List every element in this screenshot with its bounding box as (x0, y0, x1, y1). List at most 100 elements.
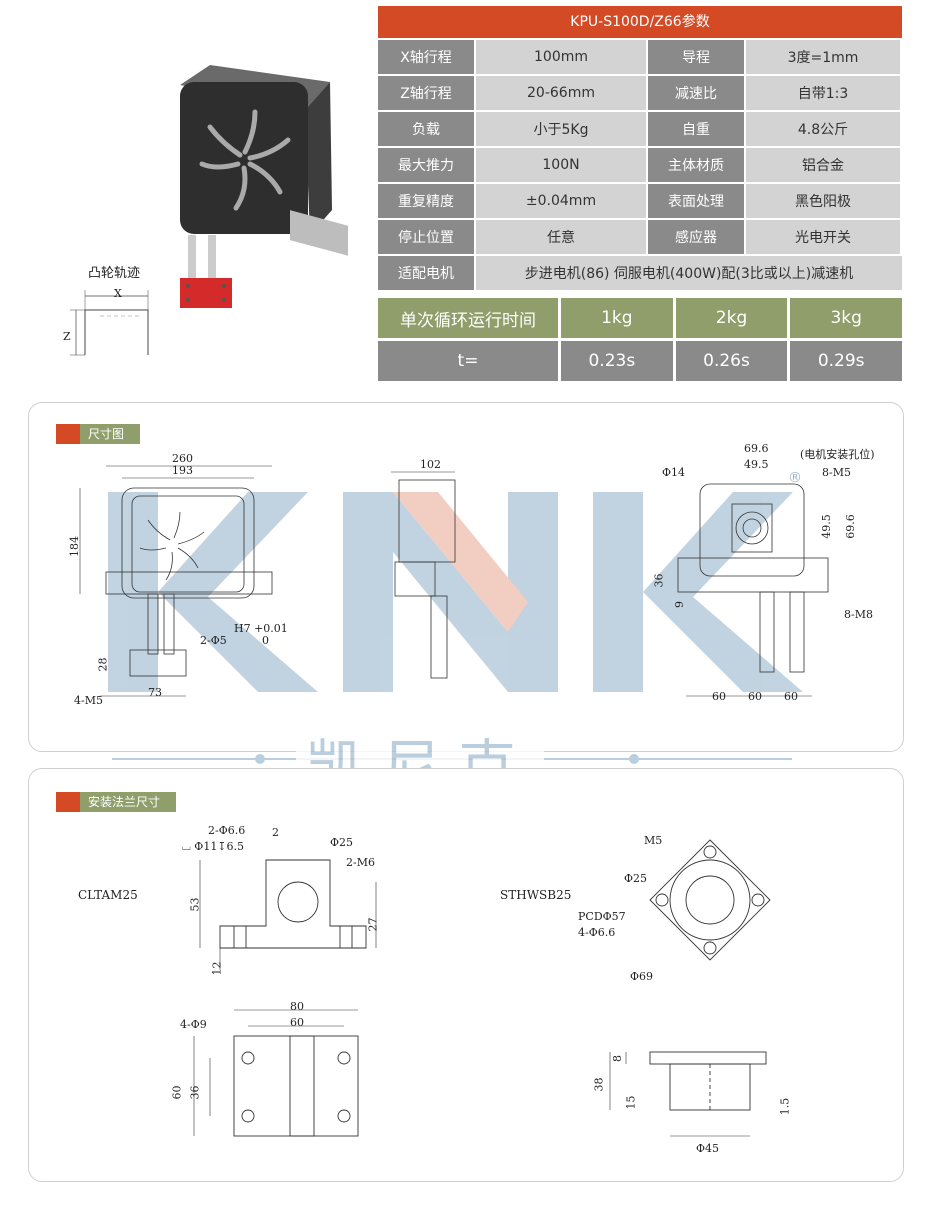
cycle-time-row: t= 0.23s 0.26s 0.29s (378, 341, 903, 381)
dim-tol2: 0 (262, 634, 269, 647)
cam-trajectory-diagram (70, 290, 149, 356)
spec-label: 适配电机 (378, 256, 474, 290)
cltam-d: Φ25 (330, 836, 354, 849)
cycle-time-table: 单次循环运行时间 1kg 2kg 3kg t= 0.23s 0.26s 0.29… (378, 298, 903, 384)
dim-phi14: Φ14 (662, 466, 686, 479)
cltam-h27: 27 (366, 917, 380, 932)
spec-value: 黑色阳极 (746, 184, 900, 218)
sthwsb-d69: Φ69 (630, 970, 654, 983)
spec-title: KPU-S100D/Z66参数 (378, 6, 902, 38)
sthwsb-holes: 4-Φ6.6 (578, 926, 616, 939)
sthwsb-h15: 15 (624, 1095, 638, 1110)
cltam-h60: 60 (170, 1085, 184, 1100)
cltam-top-drawing (193, 1009, 359, 1137)
dim-73: 73 (148, 686, 162, 699)
spec-value: 3度=1mm (746, 40, 900, 74)
spec-table: KPU-S100D/Z66参数 X轴行程 100mm 导程 3度=1mm Z轴行… (378, 6, 902, 290)
side-view-drawing (391, 471, 456, 679)
cltam-h53: 53 (188, 897, 202, 912)
sthwsb-pcd: PCDΦ57 (578, 910, 626, 923)
cltam-front-drawing (199, 859, 377, 970)
sthwsb-h38: 38 (592, 1077, 606, 1092)
cltam-w80: 80 (290, 1000, 304, 1013)
cltam-b: ⌴ Φ11↧6.5 (182, 840, 245, 853)
spec-row: 重复精度 ±0.04mm 表面处理 黑色阳极 (378, 184, 902, 218)
dimension-section-title: 尺寸图 (80, 424, 141, 444)
sthwsb-name: STHWSB25 (500, 888, 572, 902)
spec-label: 减速比 (648, 76, 744, 110)
cycle-load: 1kg (561, 298, 673, 338)
spec-label: Z轴行程 (378, 76, 474, 110)
cltam-h12: 12 (210, 961, 224, 976)
dim-184: 184 (68, 536, 81, 557)
spec-label: 感应器 (648, 220, 744, 254)
spec-label: X轴行程 (378, 40, 474, 74)
dim-rear-m5: 8-M5 (822, 466, 851, 479)
spec-row: 负载 小于5Kg 自重 4.8公斤 (378, 112, 902, 146)
front-view-drawing (79, 465, 273, 697)
cltam-e: 2-M6 (346, 856, 375, 869)
dim-60c: 60 (784, 690, 798, 703)
spec-row: 最大推力 100N 主体材质 铝合金 (378, 148, 902, 182)
dim-60b: 60 (748, 690, 762, 703)
sthwsb-m5: M5 (644, 834, 663, 847)
cam-trajectory-label: 凸轮轨迹 (88, 266, 141, 281)
cycle-header-row: 单次循环运行时间 1kg 2kg 3kg (378, 298, 903, 338)
spec-label: 重复精度 (378, 184, 474, 218)
spec-label: 表面处理 (648, 184, 744, 218)
dim-v49-5: 49.5 (819, 514, 833, 539)
flange-section-title: 安装法兰尺寸 (80, 792, 177, 812)
sthwsb-h1-5: 1.5 (778, 1097, 792, 1116)
sthwsb-front-drawing (649, 839, 771, 961)
spec-label: 停止位置 (378, 220, 474, 254)
dim-9: 9 (673, 601, 686, 608)
cycle-load: 2kg (675, 298, 788, 338)
spec-row: 停止位置 任意 感应器 光电开关 (378, 220, 902, 254)
spec-value: 100N (476, 148, 646, 182)
spec-row: X轴行程 100mm 导程 3度=1mm (378, 40, 902, 74)
spec-label: 自重 (648, 112, 744, 146)
spec-value: 4.8公斤 (746, 112, 900, 146)
sthwsb-side-drawing (609, 1051, 767, 1137)
dim-260: 260 (172, 452, 193, 465)
sthwsb-h8: 8 (611, 1055, 624, 1062)
dim-v69-6: 69.6 (843, 514, 857, 539)
spec-label: 最大推力 (378, 148, 474, 182)
cltam-w60: 60 (290, 1016, 304, 1029)
cltam-h36: 36 (188, 1085, 202, 1100)
spec-row: Z轴行程 20-66mm 减速比 自带1:3 (378, 76, 902, 110)
dim-102: 102 (420, 458, 441, 471)
dim-note: (电机安装孔位) (800, 448, 875, 461)
cycle-load: 3kg (790, 298, 903, 338)
cycle-time: 0.26s (675, 341, 788, 381)
spec-value: 步进电机(86) 伺服电机(400W)配(3比或以上)减速机 (476, 256, 902, 290)
spec-label: 导程 (648, 40, 744, 74)
cam-z-label: Z (63, 330, 71, 343)
cltam-a: 2-Φ6.6 (208, 824, 246, 837)
spec-value: 20-66mm (476, 76, 646, 110)
dim-m5: 4-M5 (74, 694, 103, 707)
spec-value: 光电开关 (746, 220, 900, 254)
spec-value: ±0.04mm (476, 184, 646, 218)
dim-60a: 60 (712, 690, 726, 703)
dim-36: 36 (652, 573, 666, 588)
cltam-name: CLTAM25 (78, 888, 138, 902)
dimension-section-tag: 尺寸图 (56, 424, 141, 444)
dim-193: 193 (172, 464, 193, 477)
dim-49-5: 49.5 (744, 458, 769, 471)
cycle-header: 单次循环运行时间 (378, 298, 558, 338)
product-image (180, 65, 348, 308)
cycle-time: 0.23s (561, 341, 673, 381)
dim-tol1: H7 +0.01 (234, 622, 288, 635)
sthwsb-d45: Φ45 (696, 1142, 720, 1155)
sthwsb-d25: Φ25 (624, 872, 648, 885)
spec-row-motor: 适配电机 步进电机(86) 伺服电机(400W)配(3比或以上)减速机 (378, 256, 902, 290)
cltam-c: 2 (272, 826, 279, 839)
spec-label: 负载 (378, 112, 474, 146)
dim-m8: 8-M8 (844, 608, 873, 621)
dim-69-6: 69.6 (744, 442, 769, 455)
spec-value: 铝合金 (746, 148, 900, 182)
flange-panel (28, 768, 904, 1182)
rear-view-drawing (677, 483, 829, 697)
spec-label: 主体材质 (648, 148, 744, 182)
